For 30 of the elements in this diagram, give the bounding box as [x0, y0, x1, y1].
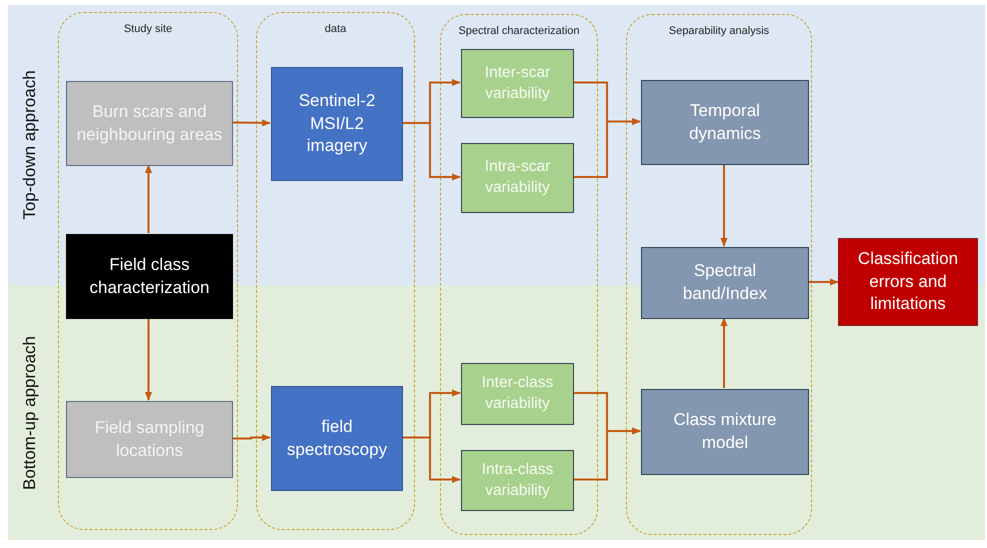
arrow: [573, 118, 641, 178]
process-box: Inter-scar variability: [461, 49, 574, 118]
dashed-group-frame: [626, 14, 812, 535]
process-box: Temporal dynamics: [641, 80, 809, 165]
group-heading: Study site: [122, 23, 174, 35]
group-heading: Spectral characterization: [457, 25, 581, 37]
arrow: [232, 119, 271, 126]
process-box: Inter-class variability: [461, 363, 574, 425]
arrow: [720, 317, 728, 388]
arrow: [144, 318, 152, 401]
dashed-group-frame: [256, 12, 415, 530]
band-label: Bottom-up approach: [20, 335, 40, 490]
dashed-group-frame: [440, 14, 598, 535]
band-label: Top-down approach: [20, 70, 40, 220]
data-box: Sentinel-2 MSI/L2 imagery: [271, 67, 403, 181]
process-box: Field class characterization: [66, 234, 233, 319]
dashed-group-frame: [58, 12, 238, 530]
arrow: [573, 427, 641, 480]
data-box: field spectroscopy: [271, 386, 403, 491]
arrow: [720, 164, 728, 247]
process-box: Intra-class variability: [461, 450, 574, 511]
result-box: Classification errors and limitations: [838, 238, 978, 326]
arrow: [808, 278, 839, 286]
process-box: Class mixture model: [641, 389, 809, 475]
process-box: Spectral band/Index: [641, 247, 809, 319]
group-heading: Separability analysis: [668, 25, 770, 37]
group-heading: data: [324, 23, 348, 35]
arrow: [144, 164, 152, 233]
arrow: [232, 434, 271, 442]
process-box: Intra-scar variability: [461, 143, 574, 213]
